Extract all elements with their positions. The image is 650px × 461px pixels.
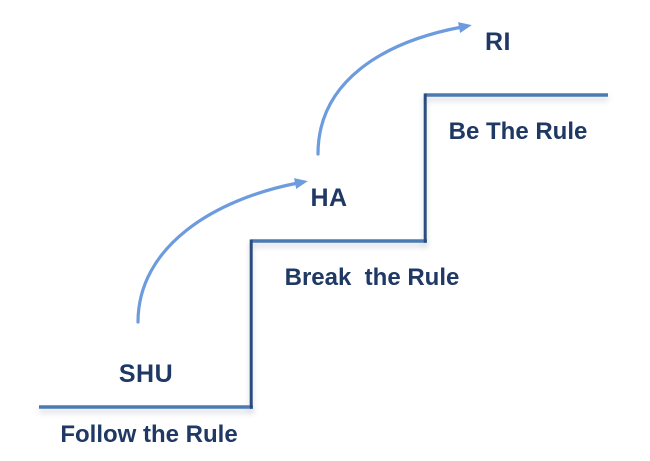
rule-label-be-the-rule: Be The Rule bbox=[448, 118, 588, 145]
rule-label-break-the-rule: Break the Rule bbox=[284, 264, 460, 291]
arrow-shu-to-ha-icon bbox=[136, 178, 308, 324]
rule-label-follow-the-rule: Follow the Rule bbox=[60, 421, 238, 448]
stage-label-ri: RI bbox=[485, 28, 511, 56]
stage-label-shu: SHU bbox=[118, 360, 174, 388]
staircase-risers bbox=[249, 93, 427, 409]
arrow-ha-to-ri-icon bbox=[316, 22, 472, 156]
stage-label-ha: HA bbox=[310, 184, 348, 212]
staircase-treads bbox=[39, 93, 608, 409]
